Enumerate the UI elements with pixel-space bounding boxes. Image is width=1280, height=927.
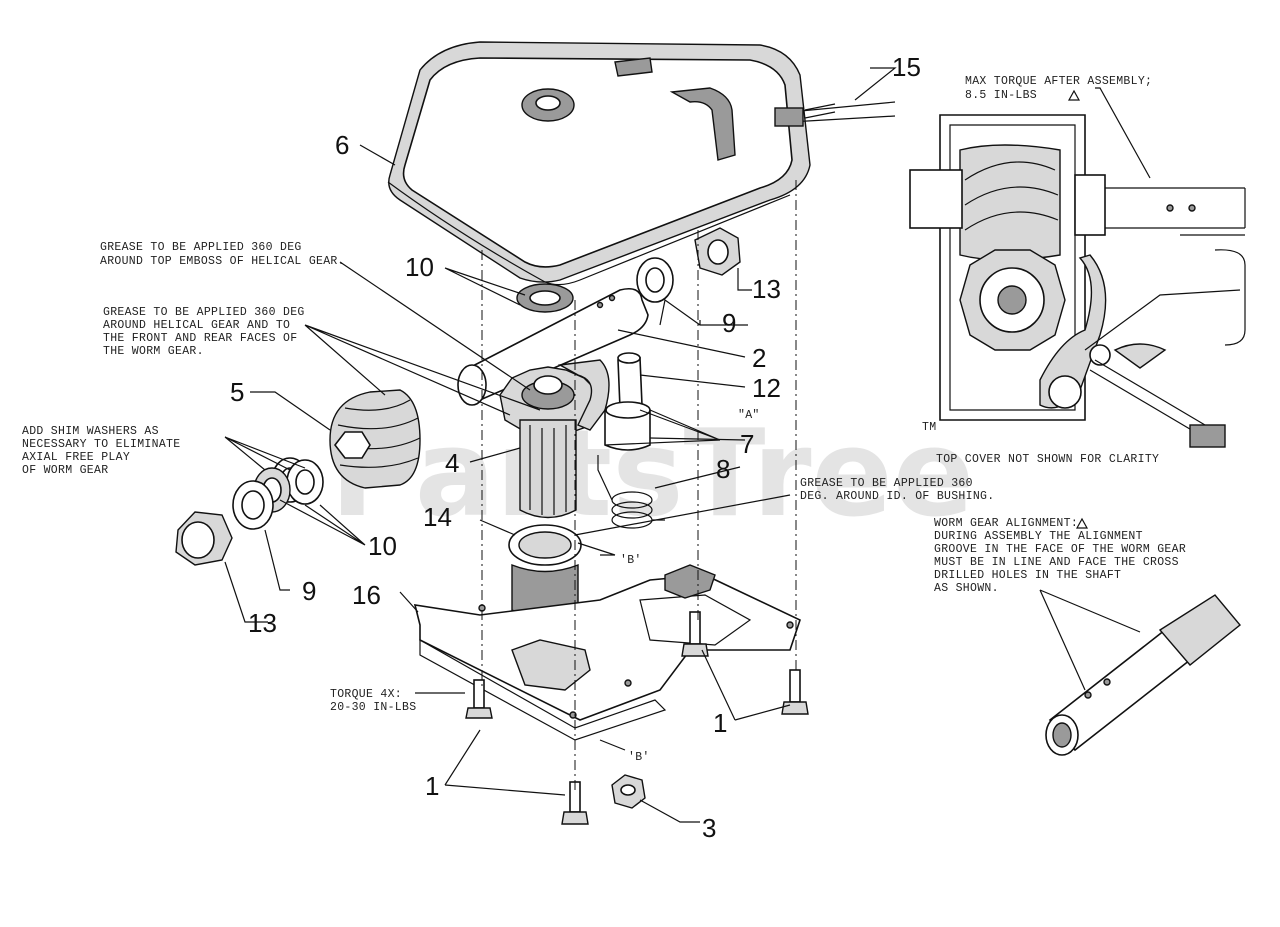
alignment-shaft-detail	[1045, 594, 1241, 756]
note-alignment-5: DRILLED HOLES IN THE SHAFT	[934, 569, 1121, 582]
callout-15: 15	[892, 52, 921, 82]
washer-part-9-top[interactable]	[636, 257, 674, 303]
note-shim-2: NECESSARY TO ELIMINATE	[22, 438, 180, 451]
note-grease-top-2: AROUND TOP EMBOSS OF HELICAL GEAR.	[100, 255, 345, 268]
callout-12: 12	[752, 373, 781, 403]
note-grease-bushing-1: GREASE TO BE APPLIED 360	[800, 477, 973, 490]
bushing-part-14[interactable]	[508, 524, 582, 619]
callout-10-top: 10	[405, 252, 434, 282]
callout-5: 5	[230, 377, 244, 407]
callout-14: 14	[423, 502, 452, 532]
callout-1-right: 1	[713, 708, 727, 738]
note-torque-1: TORQUE 4X:	[330, 688, 402, 701]
note-grease-helical-2: AROUND HELICAL GEAR AND TO	[103, 319, 290, 332]
callout-1-left: 1	[425, 771, 439, 801]
base-plate-part-16[interactable]	[413, 564, 801, 741]
nut-part-3[interactable]	[611, 774, 646, 809]
detail-assembled-view	[909, 114, 1246, 448]
screw-part-1-b[interactable]	[561, 781, 589, 825]
note-grease-helical-4: THE WORM GEAR.	[103, 345, 204, 358]
washer-part-10-top[interactable]	[516, 283, 574, 313]
lever-arm[interactable]	[557, 359, 610, 431]
callout-13-bottom: 13	[248, 608, 277, 638]
callout-10-bottom: 10	[368, 531, 397, 561]
note-shim-4: OF WORM GEAR	[22, 464, 108, 477]
nut-part-13-top[interactable]	[694, 227, 741, 276]
note-alignment-2: DURING ASSEMBLY THE ALIGNMENT	[934, 530, 1143, 543]
callout-6: 6	[335, 130, 349, 160]
note-alignment-6: AS SHOWN.	[934, 582, 999, 595]
callout-9-top: 9	[722, 308, 736, 338]
note-alignment-1: WORM GEAR ALIGNMENT:	[934, 517, 1078, 530]
top-cover-part-6[interactable]	[387, 41, 811, 286]
note-top-cover: TOP COVER NOT SHOWN FOR CLARITY	[936, 453, 1159, 466]
note-grease-helical-1: GREASE TO BE APPLIED 360 DEG	[103, 306, 305, 319]
callout-7: 7	[740, 429, 754, 459]
note-alignment-3: GROOVE IN THE FACE OF THE WORM GEAR	[934, 543, 1186, 556]
wire-part-15[interactable]	[774, 101, 896, 127]
note-alignment-4: MUST BE IN LINE AND FACE THE CROSS	[934, 556, 1179, 569]
nut-part-13-bottom[interactable]	[175, 511, 233, 566]
screw-part-1-c[interactable]	[681, 611, 709, 657]
ref-b-upper: 'B'	[620, 554, 642, 567]
note-max-torque-2: 8.5 IN-LBS	[965, 89, 1037, 102]
callout-8: 8	[716, 454, 730, 484]
callout-9-bottom: 9	[302, 576, 316, 606]
screw-part-1-d[interactable]	[781, 669, 809, 715]
leader-lines	[224, 67, 1151, 823]
pin-part-12[interactable]	[617, 352, 643, 409]
ref-a: "A"	[738, 409, 760, 422]
callout-16: 16	[352, 580, 381, 610]
triangle-mark-torque	[1067, 89, 1081, 101]
note-torque-2: 20-30 IN-LBS	[330, 701, 416, 714]
sleeve-part-7[interactable]	[604, 401, 651, 451]
callout-2: 2	[752, 343, 766, 373]
note-grease-bushing-2: DEG. AROUND ID. OF BUSHING.	[800, 490, 994, 503]
watermark-tm: TM	[922, 421, 936, 434]
callout-4: 4	[445, 448, 459, 478]
note-grease-top-1: GREASE TO BE APPLIED 360 DEG	[100, 241, 302, 254]
note-shim-1: ADD SHIM WASHERS AS	[22, 425, 159, 438]
callout-13-top: 13	[752, 274, 781, 304]
washer-part-9-bottom[interactable]	[232, 480, 274, 530]
note-grease-helical-3: THE FRONT AND REAR FACES OF	[103, 332, 297, 345]
note-max-torque-1: MAX TORQUE AFTER ASSEMBLY;	[965, 75, 1152, 88]
worm-gear-part-5[interactable]	[329, 389, 421, 489]
callout-3: 3	[702, 813, 716, 843]
ref-b-lower: 'B'	[628, 751, 650, 764]
triangle-mark-alignment	[1075, 517, 1089, 529]
helical-gear-part-4[interactable]	[499, 366, 603, 519]
screw-part-1-a[interactable]	[465, 679, 493, 719]
note-shim-3: AXIAL FREE PLAY	[22, 451, 130, 464]
